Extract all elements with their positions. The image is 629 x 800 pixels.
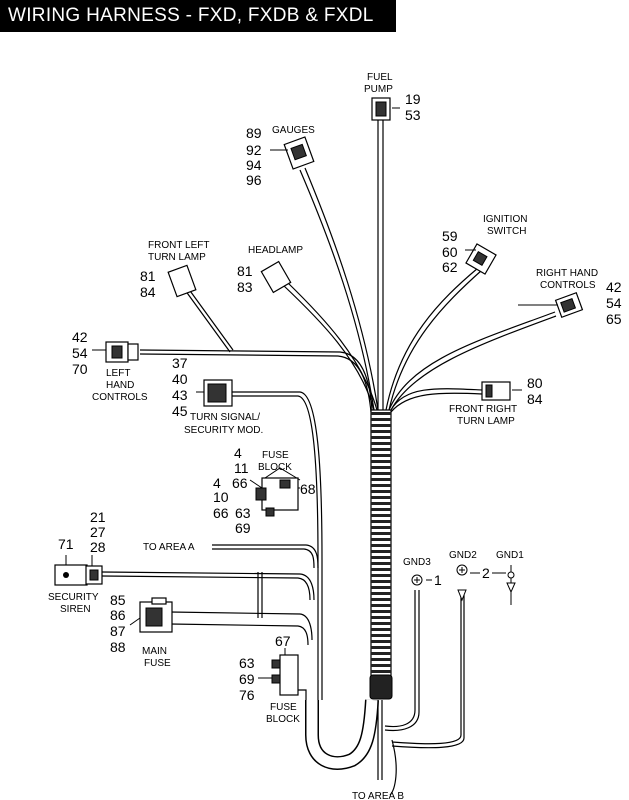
main-harness-trunk	[369, 409, 393, 700]
fuse-block-upper-label: FUSE	[262, 450, 289, 461]
main-fuse-ref: 88	[110, 639, 126, 655]
to-area-a-label: TO AREA A	[143, 542, 195, 553]
gnd2-ref: 2	[482, 565, 490, 581]
fuse-block-upper-ref: 69	[235, 520, 251, 536]
ignition-switch-ref: 59	[442, 228, 458, 244]
turn-signal-label: TURN SIGNAL/	[190, 412, 260, 423]
page-title: WIRING HARNESS - FXD, FXDB & FXDL	[8, 5, 374, 26]
security-siren-ref: 27	[90, 524, 106, 540]
left-hand-controls-ref: 54	[72, 345, 88, 361]
fuse-block-lower-label: BLOCK	[266, 714, 300, 725]
left-hand-controls-label: LEFT	[106, 368, 130, 379]
main-fuse-ref: 86	[110, 607, 126, 623]
gnd3-label: GND3	[403, 557, 431, 568]
headlamp-ref: 83	[237, 279, 253, 295]
title-bar: WIRING HARNESS - FXD, FXDB & FXDL	[0, 0, 396, 32]
branch-wires	[101, 120, 557, 796]
front-left-turn-lamp-ref: 81	[140, 268, 156, 284]
fuse-block-upper-ref: 66	[232, 475, 248, 491]
gauges-ref: 94	[246, 157, 262, 173]
security-siren-label: SIREN	[60, 604, 91, 615]
fuse-block-lower-label: FUSE	[270, 702, 297, 713]
left-hand-controls-ref: 70	[72, 361, 88, 377]
fuel-pump-label: PUMP	[364, 84, 393, 95]
left-hand-controls-label: HAND	[106, 380, 134, 391]
gauges-ref: 96	[246, 172, 262, 188]
left-hand-controls-ref: 42	[72, 329, 88, 345]
right-hand-controls-ref: 54	[606, 295, 622, 311]
front-left-turn-lamp-label: TURN LAMP	[148, 252, 206, 263]
gauges-ref: 89	[246, 125, 262, 141]
main-fuse-label: MAIN	[142, 646, 167, 657]
front-left-turn-lamp-label: FRONT LEFT	[148, 240, 209, 251]
gauges-ref: 92	[246, 142, 262, 158]
security-siren-ref: 71	[58, 536, 74, 552]
turn-signal-label: SECURITY MOD.	[184, 425, 263, 436]
front-right-turn-lamp-label: FRONT RIGHT	[449, 404, 517, 415]
fuse-block-upper-ref: 63	[235, 505, 251, 521]
fuse-block-upper-label: BLOCK	[258, 462, 292, 473]
front-left-turn-lamp-ref: 84	[140, 284, 156, 300]
security-siren-ref: 21	[90, 509, 106, 525]
front-right-turn-lamp-ref: 84	[527, 391, 543, 407]
turn-signal-ref: 37	[172, 355, 188, 371]
fuse-block-lower-ref: 69	[239, 671, 255, 687]
fuse-block-upper-ref: 10	[213, 489, 229, 505]
ignition-switch-label: IGNITION	[483, 214, 527, 225]
gnd2-label: GND2	[449, 550, 477, 561]
main-fuse-ref: 87	[110, 623, 126, 639]
fuse-block-upper-ref: 4	[213, 475, 221, 491]
main-fuse-ref: 85	[110, 592, 126, 608]
fuel-pump-label: FUEL	[367, 72, 393, 83]
to-area-b-label: TO AREA B	[352, 791, 404, 800]
turn-signal-ref: 40	[172, 371, 188, 387]
leader-lines	[65, 107, 558, 679]
fuse-block-upper-ref: 68	[300, 481, 316, 497]
right-hand-controls-ref: 65	[606, 311, 622, 327]
gnd3-ref: 1	[434, 572, 442, 588]
gauges-label: GAUGES	[272, 125, 315, 136]
ignition-switch-ref: 62	[442, 259, 458, 275]
fuse-block-upper-ref: 66	[213, 505, 229, 521]
ignition-switch-ref: 60	[442, 244, 458, 260]
fuse-block-upper-ref: 4	[234, 445, 242, 461]
fuel-pump-ref: 53	[405, 107, 421, 123]
turn-signal-ref: 43	[172, 387, 188, 403]
headlamp-ref: 81	[237, 263, 253, 279]
connectors	[54, 97, 584, 696]
fuel-pump-ref: 19	[405, 91, 421, 107]
security-siren-label: SECURITY	[48, 592, 99, 603]
fuse-block-lower-ref: 67	[275, 633, 291, 649]
security-siren-ref: 28	[90, 539, 106, 555]
right-hand-controls-label: RIGHT HAND	[536, 268, 598, 279]
headlamp-label: HEADLAMP	[248, 245, 303, 256]
ignition-switch-label: SWITCH	[487, 226, 526, 237]
main-fuse-label: FUSE	[144, 658, 171, 669]
fuse-block-upper-ref: 11	[234, 460, 249, 476]
left-hand-controls-label: CONTROLS	[92, 392, 148, 403]
front-right-turn-lamp-ref: 80	[527, 375, 543, 391]
turn-signal-ref: 45	[172, 403, 188, 419]
front-right-turn-lamp-label: TURN LAMP	[457, 416, 515, 427]
right-hand-controls-ref: 42	[606, 279, 622, 295]
gnd1-label: GND1	[496, 550, 524, 561]
right-hand-controls-label: CONTROLS	[540, 280, 596, 291]
fuse-block-lower-ref: 63	[239, 655, 255, 671]
fuse-block-lower-ref: 76	[239, 687, 255, 703]
